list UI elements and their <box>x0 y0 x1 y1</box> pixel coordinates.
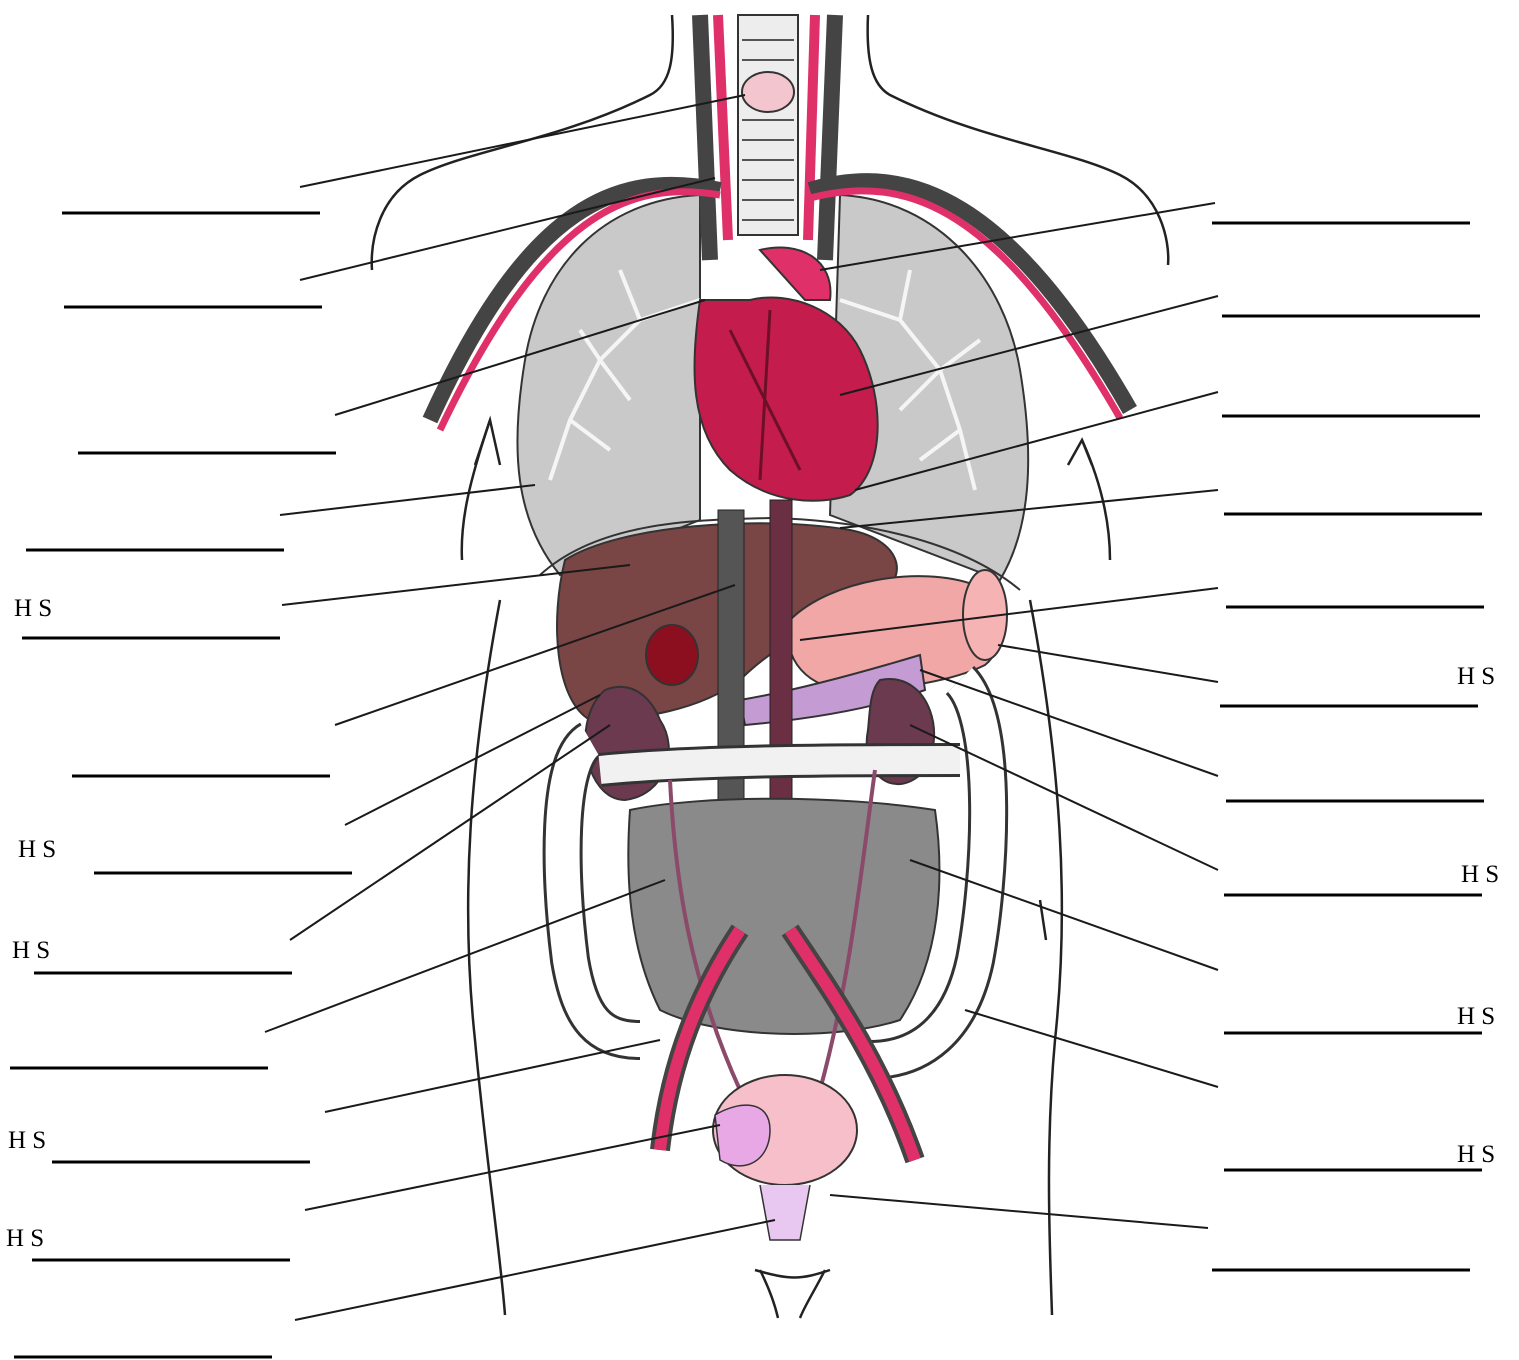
hs-label: H S <box>8 1127 46 1154</box>
left-label-blanks <box>10 213 352 1357</box>
hs-label: H S <box>12 937 50 964</box>
left-hs-labels: H S H S H S H S H S <box>6 595 56 1252</box>
left-lung <box>517 195 700 575</box>
bladder <box>713 1075 857 1240</box>
hs-label: H S <box>14 595 52 622</box>
hs-label: H S <box>18 836 56 863</box>
hs-label: H S <box>1457 1141 1495 1168</box>
thyroid <box>742 72 794 112</box>
hs-label: H S <box>1457 1003 1495 1030</box>
neck-structures <box>700 15 835 260</box>
right-label-blanks <box>1212 223 1484 1270</box>
hs-label: H S <box>1457 663 1495 690</box>
adrenal-gland <box>646 625 698 685</box>
right-hs-labels: H S H S H S H S <box>1457 663 1499 1168</box>
hs-label: H S <box>1461 861 1499 888</box>
hs-label: H S <box>6 1225 44 1252</box>
